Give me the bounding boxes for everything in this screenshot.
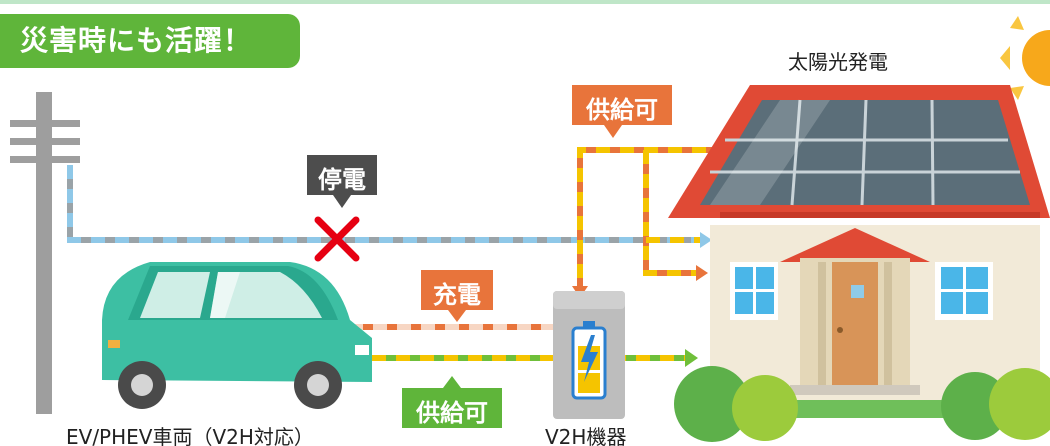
supply-top-tag: 供給可 (586, 96, 658, 124)
charge-tag: 充電 (433, 281, 481, 309)
v2h-device-icon (553, 291, 625, 419)
supply-line (372, 349, 698, 367)
outage-cross-icon (314, 216, 360, 262)
grid-power-line (67, 165, 712, 248)
outage-tag: 停電 (318, 166, 366, 194)
top-border (0, 0, 1050, 4)
outage-tag-shape (307, 155, 377, 208)
vehicle-label: EV/PHEV車両（V2H対応） (66, 425, 314, 446)
supply-bottom-tag: 供給可 (416, 399, 488, 427)
v2h-device-label: V2H機器 (545, 425, 627, 446)
supply-top-tag-shape (572, 85, 672, 138)
solar-power-label: 太陽光発電 (788, 50, 888, 74)
charge-tag-shape (421, 270, 493, 322)
house-icon (668, 85, 1050, 442)
sun-icon (1000, 16, 1050, 100)
supply-bottom-tag-shape (402, 376, 502, 428)
ev-car-icon (102, 262, 372, 409)
headline-badge: 災害時にも活躍！ (0, 14, 300, 68)
utility-pole-icon (10, 92, 80, 414)
charge-line (333, 319, 555, 335)
